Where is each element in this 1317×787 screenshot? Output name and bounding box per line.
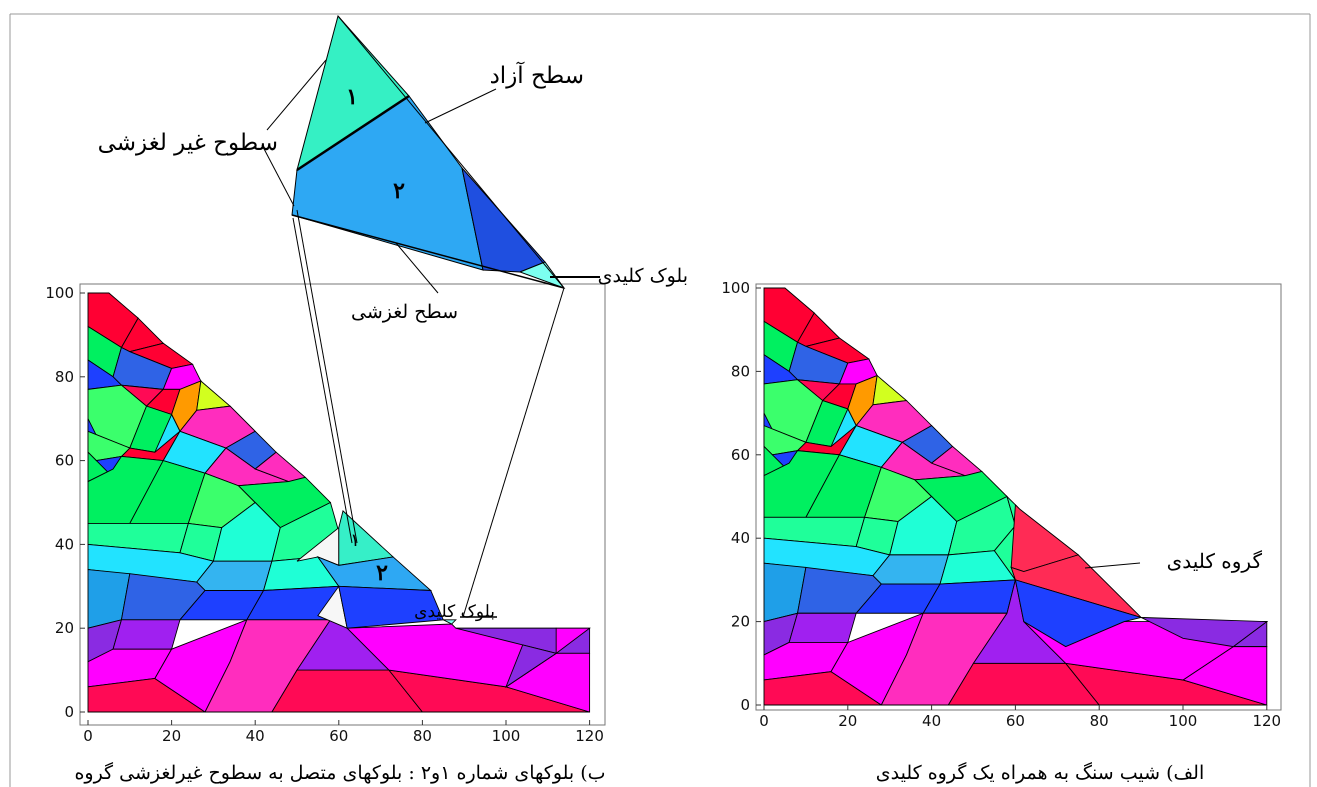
left-caption: ب) بلوکهای شماره ۱و۲ : بلوکهای متصل به س… [74, 761, 605, 784]
detail-key-block [518, 261, 566, 290]
x-tick-label: 80 [1090, 712, 1109, 730]
x-tick-label: 40 [922, 712, 941, 730]
y-tick-label: 20 [55, 619, 74, 637]
y-tick-label: 40 [55, 535, 74, 553]
left-block-label-1: ۱ [350, 530, 360, 551]
key-group-label: گروه کلیدی [1167, 549, 1263, 573]
x-tick-label: 20 [162, 727, 181, 745]
y-tick-label: 0 [64, 703, 74, 721]
x-tick-label: 60 [1006, 712, 1025, 730]
left-block-label-2: ۲ [376, 560, 388, 586]
detail-label-1: ۱ [346, 84, 358, 110]
detail-divider [296, 94, 410, 172]
connector-left-1 [296, 209, 358, 544]
left-block-58 [505, 644, 558, 689]
left-rock-blocks [87, 292, 591, 713]
x-tick-label: 80 [413, 727, 432, 745]
non-sliding-label: سطوح غیر لغزشی [98, 130, 278, 156]
left-block-40 [112, 619, 181, 650]
x-tick-label: 0 [759, 712, 769, 730]
detail-label-2: ۲ [393, 178, 405, 204]
top-detail: ۱ ۲ سطح آزاد سطوح غیر لغزشی سطح لغزشی بل… [98, 14, 688, 618]
detail-sliding-line [291, 214, 565, 289]
y-tick-label: 60 [55, 452, 74, 470]
key-group-pointer [1084, 562, 1141, 569]
x-tick-label: 100 [1169, 712, 1198, 730]
x-tick-label: 100 [492, 727, 521, 745]
y-tick-label: 80 [731, 362, 750, 380]
left-block-55 [443, 619, 457, 625]
y-tick-label: 0 [740, 696, 750, 714]
right-panel: 0 20 40 60 80 100 120 0 20 40 60 80 100 گروه کلیدی ا… [721, 279, 1282, 784]
right-axis-ticks: 0 20 40 60 80 100 120 0 20 40 60 80 100 [721, 279, 1281, 730]
connector-left-2 [292, 217, 353, 544]
free-surface-label: سطح آزاد [490, 61, 584, 89]
x-tick-label: 60 [329, 727, 348, 745]
right-block-55 [1140, 616, 1269, 648]
left-block-52 [316, 555, 433, 591]
key-block-label: بلوک کلیدی [598, 265, 688, 287]
y-tick-label: 60 [731, 446, 750, 464]
non-sliding-pointer-1 [266, 59, 327, 131]
y-tick-label: 80 [55, 368, 74, 386]
x-tick-label: 0 [83, 727, 93, 745]
left-panel: 0 20 40 60 80 100 120 0 20 40 60 80 100 ۱ ۲ بلوک کلی… [45, 283, 606, 784]
y-tick-label: 100 [721, 279, 750, 297]
y-tick-label: 20 [731, 613, 750, 631]
left-axis-ticks: 0 20 40 60 80 100 120 0 20 40 60 80 100 [45, 284, 604, 745]
connector-key [462, 287, 565, 618]
y-tick-label: 100 [45, 284, 74, 302]
x-tick-label: 120 [575, 727, 604, 745]
x-tick-label: 20 [838, 712, 857, 730]
non-sliding-pointer-2 [261, 144, 295, 207]
sliding-pointer [395, 242, 439, 294]
y-tick-label: 40 [731, 529, 750, 547]
right-caption: الف) شیب سنگ به همراه یک گروه کلیدی [876, 761, 1204, 784]
left-key-block-label: بلوک کلیدی [414, 602, 495, 622]
right-rock-blocks [763, 287, 1269, 706]
sliding-label: سطح لغزشی [351, 301, 458, 323]
free-surface-pointer [424, 88, 497, 124]
right-block-40 [788, 612, 857, 643]
right-block-52 [1010, 554, 1142, 618]
detail-free-line [337, 15, 565, 289]
x-tick-label: 120 [1252, 712, 1281, 730]
x-tick-label: 40 [246, 727, 265, 745]
